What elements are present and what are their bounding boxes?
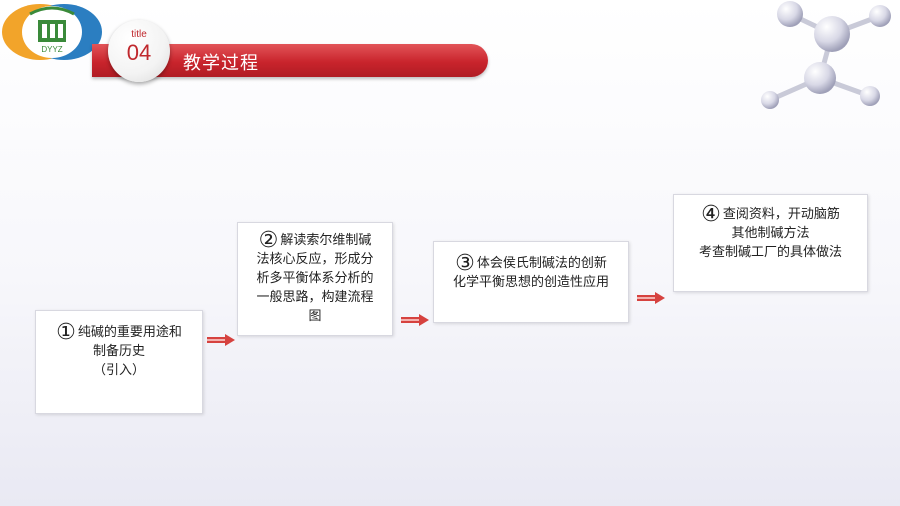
step-1-line-1: 纯碱的重要用途和 — [77, 325, 182, 340]
section-number-badge: title 04 — [108, 20, 170, 82]
step-number-1: ① — [56, 320, 76, 345]
step-2-line-4: 一般思路，构建流程 — [256, 290, 374, 305]
step-3-line-2: 化学平衡思想的创造性应用 — [452, 275, 609, 290]
step-4-line-2: 其他制碱方法 — [731, 226, 810, 241]
step-number-4: ④ — [701, 202, 721, 227]
step-3-line-1: 体会侯氏制碱法的创新 — [476, 256, 607, 271]
arrow-right-icon — [637, 292, 665, 304]
step-2-line-2: 法核心反应，形成分 — [256, 252, 374, 267]
badge-number: 04 — [126, 40, 152, 65]
step-4-line-3: 考查制碱工厂的具体做法 — [698, 245, 842, 260]
step-2-line-1: 解读索尔维制碱 — [280, 233, 372, 248]
arrow-right-icon — [207, 334, 235, 346]
step-4-line-1: 查阅资料，开动脑筋 — [722, 207, 840, 222]
step-1-line-3: （引入） — [92, 363, 145, 378]
step-1-line-2: 制备历史 — [92, 344, 145, 359]
badge-label: title — [131, 29, 147, 40]
step-2-line-3: 析多平衡体系分析的 — [256, 271, 374, 286]
school-logo: DYYZ — [2, 4, 102, 60]
page-title: 教学过程 — [183, 53, 259, 74]
logo-text: DYYZ — [41, 45, 62, 54]
step-number-2: ② — [258, 228, 279, 253]
step-number-3: ③ — [455, 251, 475, 276]
molecule-decoration — [761, 1, 891, 109]
step-2-line-5: 图 — [308, 309, 322, 324]
arrow-right-icon — [401, 314, 429, 326]
